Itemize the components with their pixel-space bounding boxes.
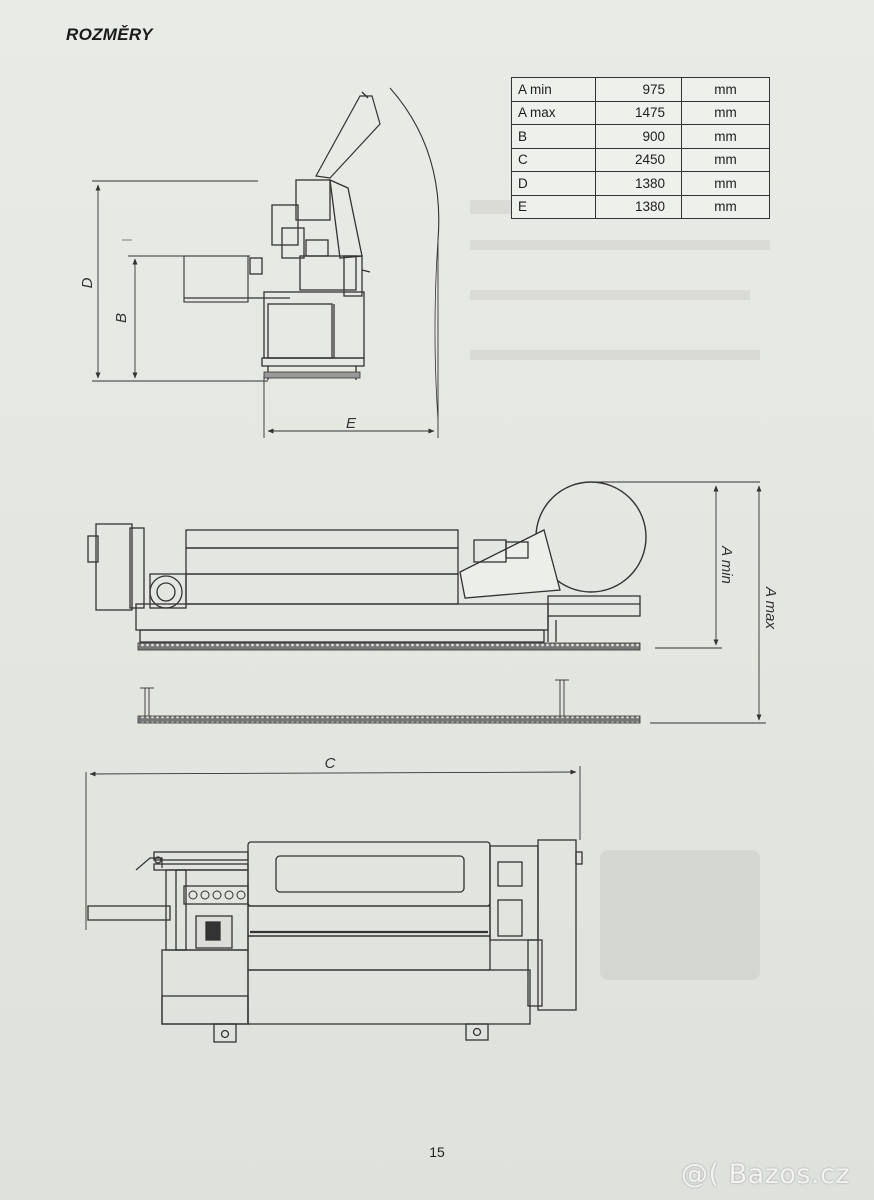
dimension-value: 1380 xyxy=(595,171,682,196)
dimension-unit: mm xyxy=(681,100,770,125)
dimension-label-c: C xyxy=(325,755,336,772)
dimension-unit: mm xyxy=(681,124,770,149)
dimension-label: A min xyxy=(511,77,596,102)
dimension-unit: mm xyxy=(681,171,770,196)
dimension-value: 900 xyxy=(595,124,682,149)
dimension-label: D xyxy=(511,171,596,196)
dimension-value: 1380 xyxy=(595,194,682,219)
dimension-value: 975 xyxy=(595,77,682,102)
bleed-through-block xyxy=(470,350,760,360)
table-row: B 900 mm xyxy=(511,124,770,149)
front-view-drawing xyxy=(87,481,766,724)
dimension-label: E xyxy=(511,194,596,219)
watermark-logo: @( Bazos.cz xyxy=(680,1159,850,1190)
dimension-label-b: B xyxy=(113,313,130,323)
table-row: A min 975 mm xyxy=(511,77,770,102)
dimension-unit: mm xyxy=(681,194,770,219)
dimension-label-a-min: A min xyxy=(718,545,735,584)
side-view-drawing xyxy=(92,87,440,438)
table-row: A max 1475 mm xyxy=(511,100,770,125)
page-number: 15 xyxy=(429,1144,445,1160)
dimension-label-a-max: A max xyxy=(762,586,779,629)
dimension-label-e: E xyxy=(346,415,357,432)
top-view-drawing xyxy=(85,766,583,1043)
section-title: ROZMĚRY xyxy=(66,25,153,44)
dimension-value: 1475 xyxy=(595,100,682,125)
dimension-label-d: D xyxy=(79,277,96,288)
bleed-through-block xyxy=(470,240,770,250)
table-row: E 1380 mm xyxy=(511,194,770,219)
bleed-through-block xyxy=(600,850,760,980)
dimensions-table: A min 975 mm A max 1475 mm B 900 mm C 24… xyxy=(511,77,770,219)
table-row: D 1380 mm xyxy=(511,171,770,196)
dimension-unit: mm xyxy=(681,77,770,102)
bleed-through-block xyxy=(470,290,750,300)
